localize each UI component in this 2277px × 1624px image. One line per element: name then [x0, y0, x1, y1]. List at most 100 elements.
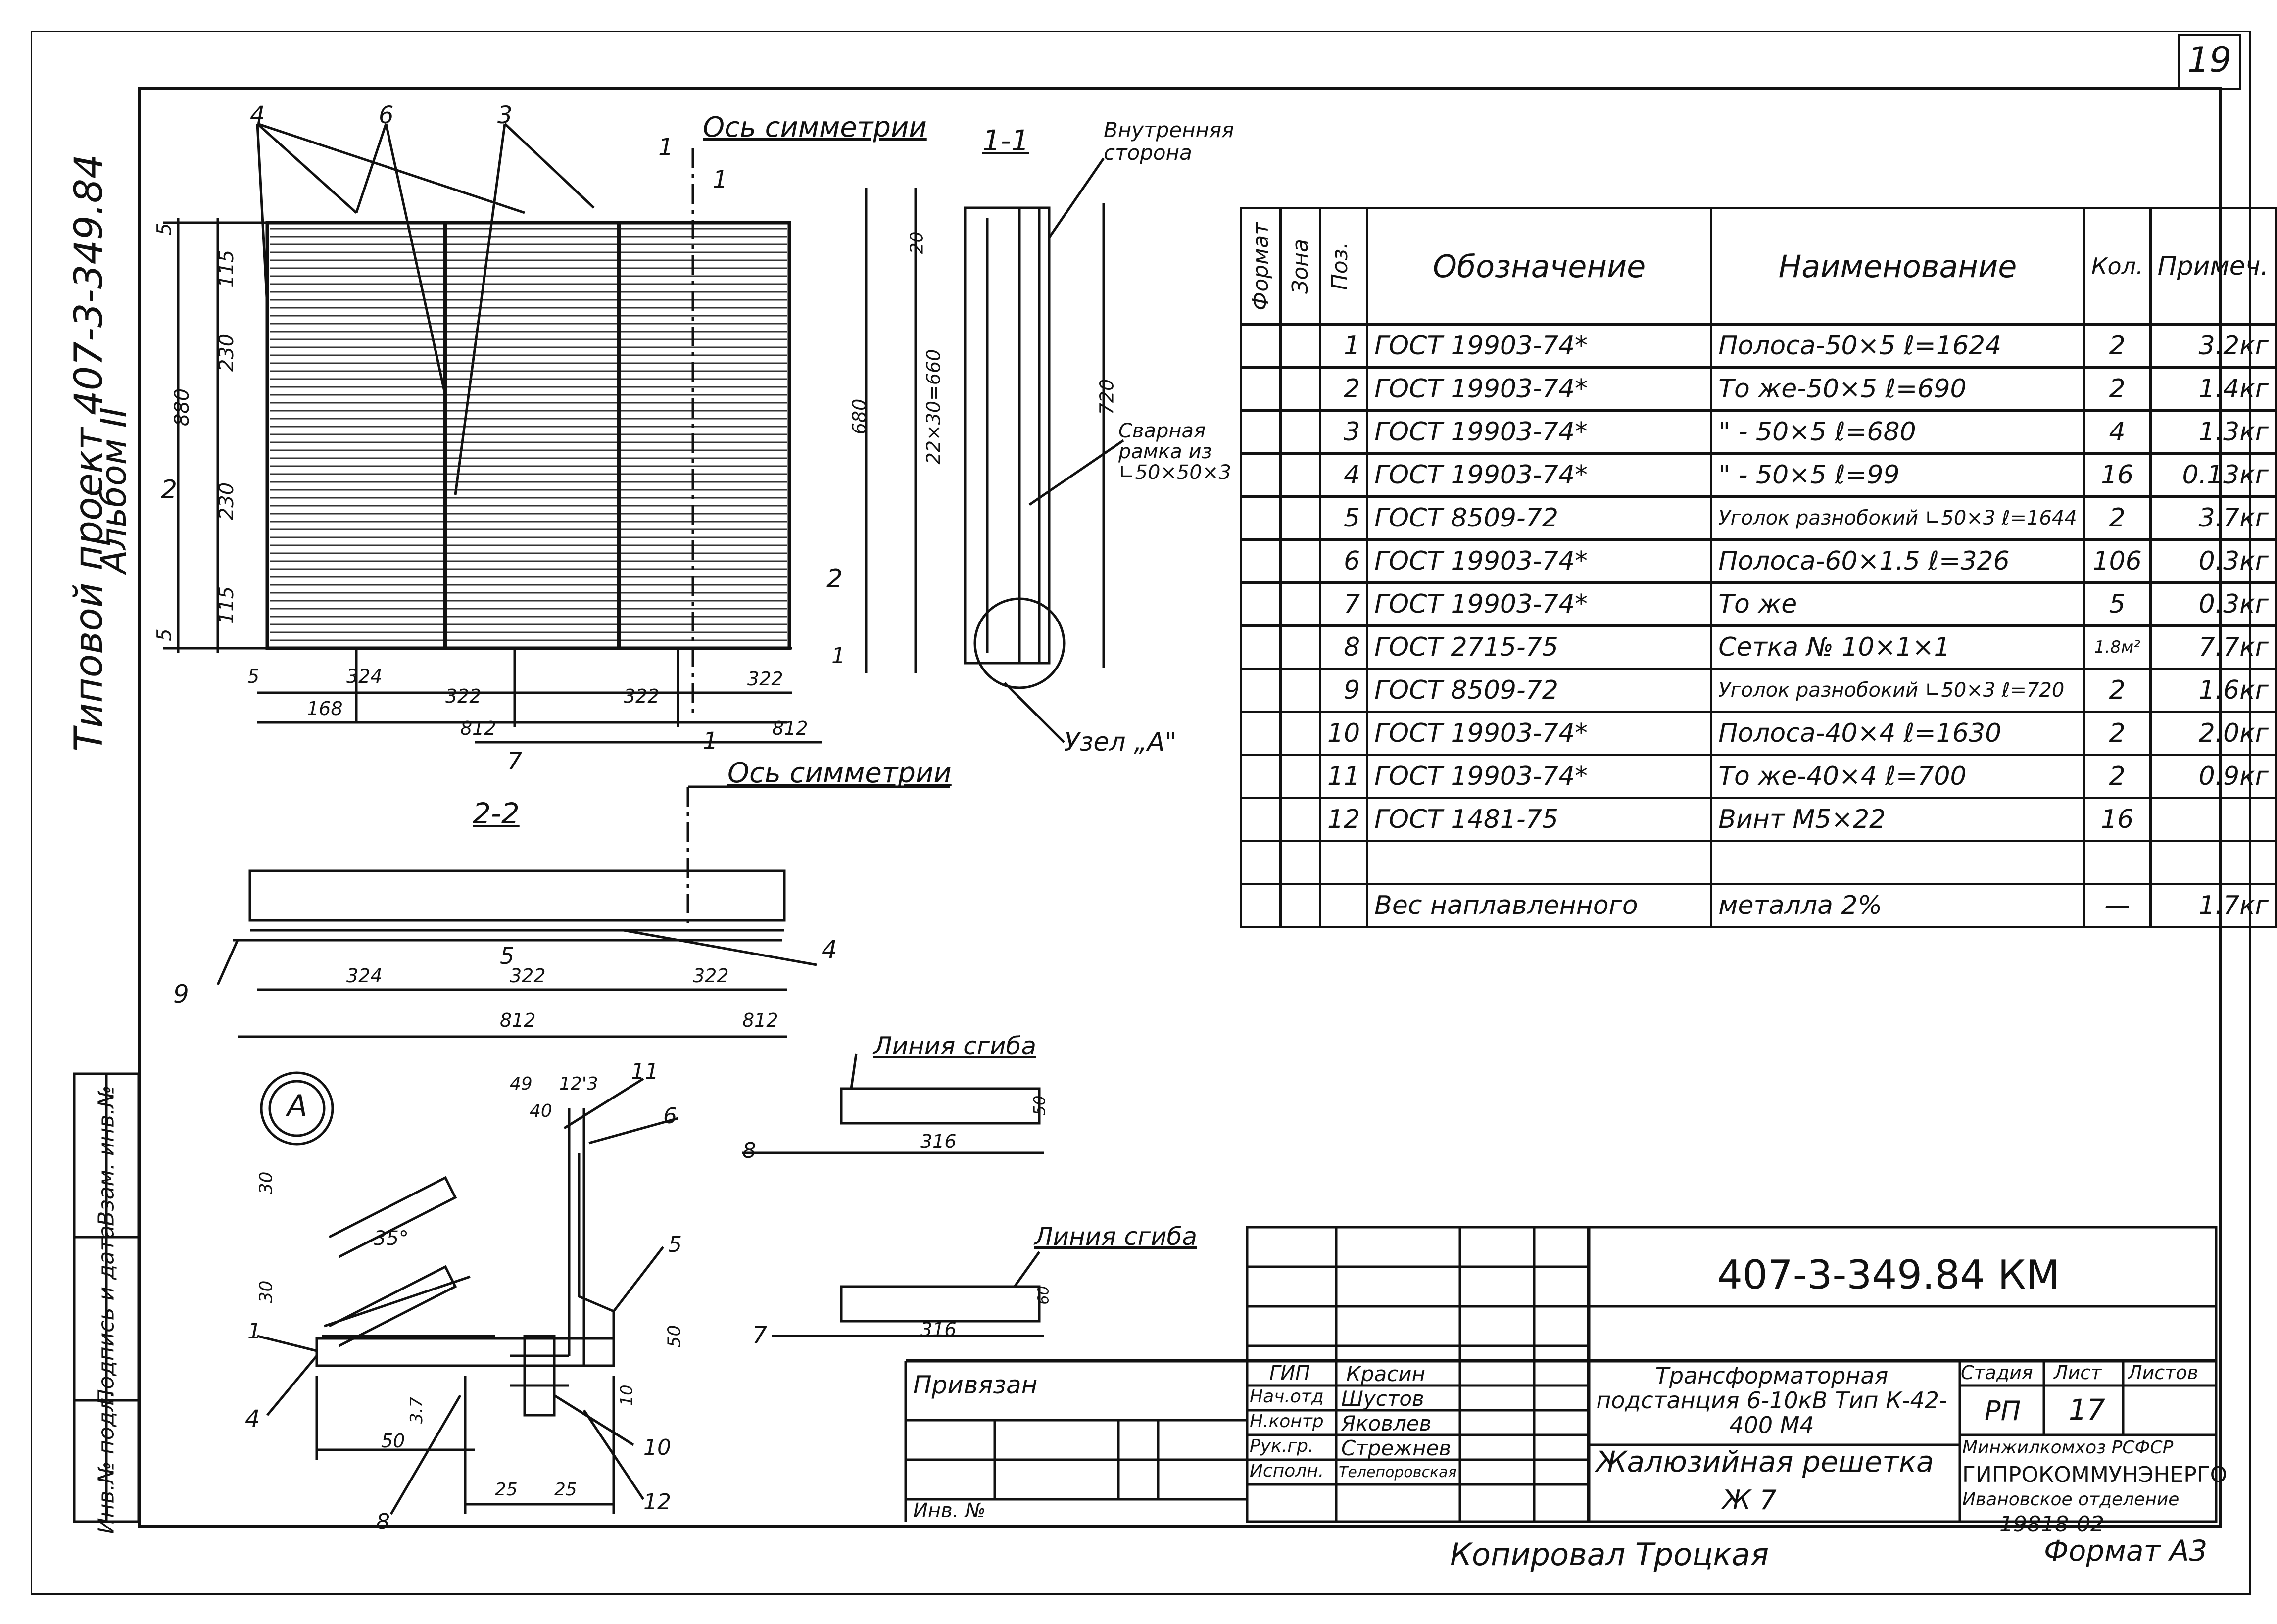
callout-12-nodeA: 12 — [643, 1489, 671, 1515]
callout-7-bottom: 7 — [507, 747, 523, 775]
spec-cell-designation: ГОСТ 19903-74* — [1366, 581, 1713, 627]
tb-code: 407-3-349.84 КМ — [1717, 1252, 2060, 1298]
spec-cell-designation: ГОСТ 1481-75 — [1366, 797, 1713, 842]
spec-cell-zone — [1279, 452, 1321, 498]
spec-cell-note: 1.7кг — [2149, 883, 2277, 928]
bend-line-label-2: Линия сгиба — [1034, 1222, 1197, 1251]
spec-cell-note: 3.7кг — [2149, 495, 2277, 541]
axis-symmetry-mid: Ось симметрии — [727, 757, 952, 789]
tb-object-title: Трансформаторная подстанция 6-10кВ Тип К… — [1596, 1362, 1947, 1438]
spec-cell-qty: 2 — [2083, 366, 2152, 412]
spec-cell-format — [1240, 409, 1282, 455]
callout-11-nodeA: 11 — [631, 1059, 659, 1084]
part8-dim-316: 316 — [920, 1131, 957, 1152]
dim-bottom-322-b: 322 — [624, 685, 660, 707]
callout-9-sec22: 9 — [173, 980, 189, 1008]
sheet-number-box — [2178, 34, 2241, 90]
spec-cell-format — [1240, 754, 1282, 799]
dim-bottom-5: 5 — [247, 666, 260, 687]
callout-1-nodeA: 1 — [247, 1319, 261, 1344]
spec-cell-designation: Вес наплавленного — [1366, 883, 1713, 928]
nodeA-dim-35deg: 35° — [374, 1227, 409, 1250]
tb-sheet-title: Жалюзийная решетка — [1596, 1445, 1934, 1479]
spec-cell-pos: 10 — [1318, 711, 1369, 756]
spec-cell-name — [1710, 840, 2085, 885]
spec-cell-qty: 5 — [2083, 581, 2152, 627]
part7-dim-316: 316 — [920, 1319, 957, 1340]
callout-1-bottom: 1 — [703, 727, 718, 755]
callout-5-sec22: 5 — [500, 943, 515, 969]
weld-frame-label: Сварная рамка из ∟50×50×3 — [1118, 420, 1231, 484]
nodeA-dim-30-bottom: 30 — [256, 1280, 277, 1303]
sec11-dim-720: 720 — [1096, 379, 1118, 415]
nodeA-dim-50-bottom: 50 — [381, 1430, 405, 1452]
nodeA-dim-50-right: 50 — [664, 1325, 685, 1348]
spec-cell-format — [1240, 538, 1282, 584]
spec-cell-note: 7.7кг — [2149, 624, 2277, 670]
dim-bottom-324: 324 — [346, 666, 383, 687]
tb-inv-no: Инв. № — [913, 1499, 986, 1522]
sec22-dim-322-a: 322 — [510, 965, 546, 987]
spec-cell-note — [2149, 797, 2277, 842]
specification-table: Формат Зона Поз. Обозначение Наименовани… — [1240, 207, 2277, 928]
spec-cell-format — [1240, 668, 1282, 713]
nodeA-dim-30-top: 30 — [256, 1171, 277, 1194]
callout-7-part: 7 — [752, 1321, 768, 1349]
spec-cell-note — [2149, 840, 2277, 885]
spec-cell-qty: 2 — [2083, 754, 2152, 799]
callout-1-top: 1 — [658, 134, 674, 161]
tb-sheets-label: Листов — [2128, 1362, 2198, 1384]
spec-cell-note: 0.13кг — [2149, 452, 2277, 498]
spec-cell-name: " - 50×5 ℓ=99 — [1710, 452, 2085, 498]
callout-2-left: 2 — [161, 475, 178, 505]
spec-col-qty: Кол. — [2083, 207, 2152, 326]
spec-cell-note: 2.0кг — [2149, 711, 2277, 756]
spec-cell-pos: 8 — [1318, 624, 1369, 670]
spec-cell-note: 0.9кг — [2149, 754, 2277, 799]
spec-cell-format — [1240, 323, 1282, 369]
tb-stage: РП — [1985, 1395, 2021, 1427]
dim-left-115-bottom: 115 — [215, 586, 239, 624]
spec-cell-designation: ГОСТ 19903-74* — [1366, 366, 1713, 412]
spec-cell-format — [1240, 581, 1282, 627]
spec-cell-note: 0.3кг — [2149, 538, 2277, 584]
spec-cell-designation — [1366, 840, 1713, 885]
spec-cell-zone — [1279, 409, 1321, 455]
tb-org2: ГИПРОКОММУНЭНЕРГО — [1962, 1462, 2228, 1487]
spec-cell-zone — [1279, 668, 1321, 713]
spec-cell-pos: 6 — [1318, 538, 1369, 584]
spec-cell-format — [1240, 840, 1282, 885]
spec-cell-zone — [1279, 538, 1321, 584]
tb-copied: Копировал Троцкая — [1450, 1536, 1769, 1573]
spec-col-designation: Обозначение — [1366, 207, 1713, 326]
sec11-dim-660: 22×30=660 — [922, 349, 945, 465]
callout-4-nodeA: 4 — [245, 1405, 260, 1433]
spec-cell-name: То же-40×4 ℓ=700 — [1710, 754, 2085, 799]
callout-4-top: 4 — [250, 101, 265, 129]
spec-cell-pos: 5 — [1318, 495, 1369, 541]
nodeA-dim-40: 40 — [530, 1101, 552, 1121]
dim-left-230-b: 230 — [215, 482, 239, 521]
spec-cell-pos: 1 — [1318, 323, 1369, 369]
tb-privyazan: Привязан — [913, 1371, 1038, 1399]
spec-cell-zone — [1279, 797, 1321, 842]
part8-dim-50: 50 — [1030, 1095, 1049, 1116]
nodeA-dim-10: 10 — [617, 1385, 637, 1406]
spec-row — [1240, 840, 2277, 885]
tb-role-4: Исполн. — [1250, 1461, 1324, 1481]
sec11-dim-680: 680 — [848, 398, 871, 435]
strip-signature-date: Подпись и дата — [94, 1225, 119, 1406]
spec-col-name: Наименование — [1710, 207, 2085, 326]
spec-cell-name: " - 50×5 ℓ=680 — [1710, 409, 2085, 455]
dim-bottom-812-b: 812 — [772, 717, 808, 739]
spec-cell-qty: 2 — [2083, 668, 2152, 713]
tb-role-1: Нач.отд — [1250, 1386, 1324, 1407]
spec-cell-zone — [1279, 366, 1321, 412]
spec-cell-zone — [1279, 754, 1321, 799]
nodeA-dim-25-a: 25 — [495, 1480, 518, 1500]
sec22-dim-812-a: 812 — [500, 1009, 536, 1031]
